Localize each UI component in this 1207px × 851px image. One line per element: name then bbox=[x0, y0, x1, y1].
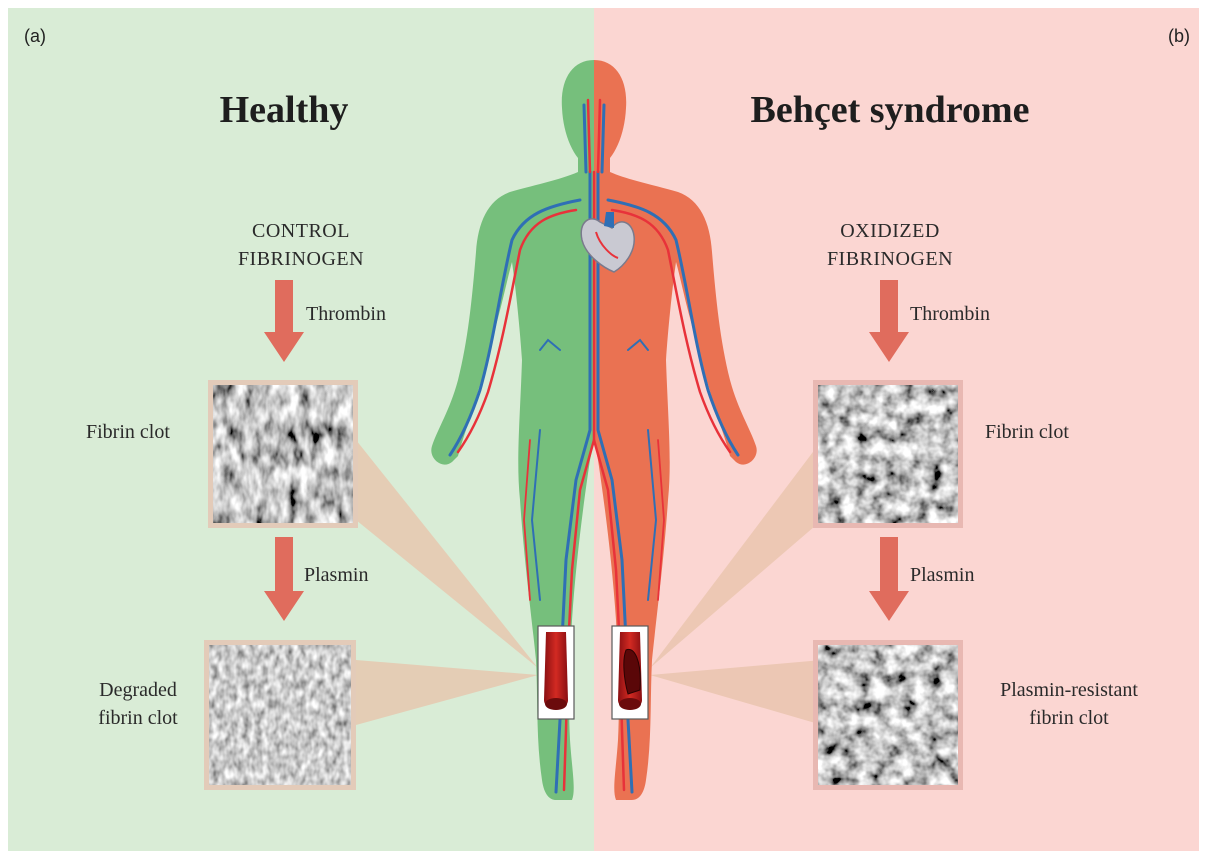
vessel-thrombus-icon bbox=[612, 626, 648, 719]
healthy-title: Healthy bbox=[184, 88, 384, 132]
degraded-clot-label: Degraded fibrin clot bbox=[78, 676, 198, 732]
label-line: Degraded bbox=[78, 676, 198, 704]
right-thrombin-label: Thrombin bbox=[910, 300, 990, 328]
right-fibrin-clot-micrograph bbox=[813, 380, 963, 528]
panel-letter-b: (b) bbox=[1168, 26, 1190, 47]
oxidized-fibrinogen-heading: OXIDIZED FIBRINOGEN bbox=[780, 217, 1000, 273]
left-degraded-clot-micrograph bbox=[204, 640, 356, 790]
heading-line: FIBRINOGEN bbox=[191, 245, 411, 273]
panel-letter-a: (a) bbox=[24, 26, 46, 47]
left-thrombin-label: Thrombin bbox=[306, 300, 386, 328]
plasmin-resistant-clot-label: Plasmin-resistant fibrin clot bbox=[976, 676, 1162, 732]
label-line: fibrin clot bbox=[976, 704, 1162, 732]
right-resistant-clot-micrograph bbox=[813, 640, 963, 790]
left-fibrin-clot-micrograph bbox=[208, 380, 358, 528]
left-plasmin-label: Plasmin bbox=[304, 561, 368, 589]
right-fibrin-clot-label: Fibrin clot bbox=[985, 418, 1069, 446]
left-fibrin-clot-label: Fibrin clot bbox=[86, 418, 170, 446]
behcet-title: Behçet syndrome bbox=[730, 88, 1050, 132]
vessel-healthy-icon bbox=[538, 626, 574, 719]
label-line: fibrin clot bbox=[78, 704, 198, 732]
label-line: Plasmin-resistant bbox=[976, 676, 1162, 704]
heading-line: FIBRINOGEN bbox=[780, 245, 1000, 273]
right-plasmin-label: Plasmin bbox=[910, 561, 974, 589]
control-fibrinogen-heading: CONTROL FIBRINOGEN bbox=[191, 217, 411, 273]
heading-line: CONTROL bbox=[191, 217, 411, 245]
heading-line: OXIDIZED bbox=[780, 217, 1000, 245]
